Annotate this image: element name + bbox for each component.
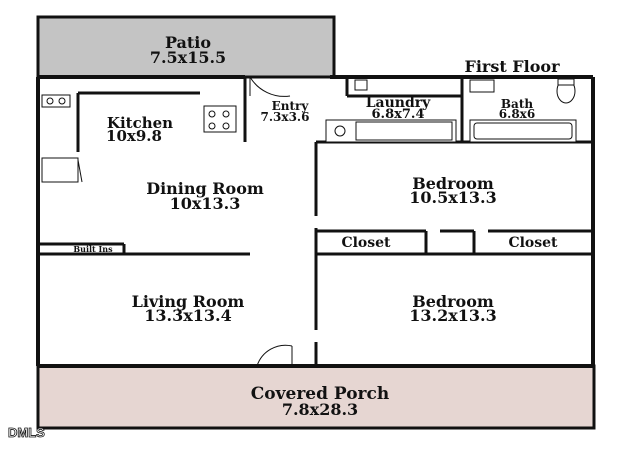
entry-dims: 7.3x3.6 (261, 110, 310, 124)
front-door-swing (256, 344, 293, 367)
dining-dims: 10x13.3 (170, 194, 241, 213)
patio-label: Patio (165, 33, 211, 52)
bedroom2-dims: 13.2x13.3 (409, 306, 496, 325)
bedroom1-label: Bedroom (412, 174, 494, 193)
bath-label: Bath (501, 97, 533, 111)
living-dims: 13.3x13.4 (144, 306, 231, 325)
closet2-label: Closet (508, 235, 558, 251)
washer-dryer-icon (325, 119, 457, 143)
refrigerator-icon (41, 157, 79, 183)
bath-dims: 6.8x6 (499, 107, 535, 121)
patio-dims: 7.5x15.5 (150, 48, 226, 67)
builtins-label: Built Ins (73, 244, 113, 254)
bedroom1-dims: 10.5x13.3 (409, 188, 496, 207)
bedroom2-label: Bedroom (412, 292, 494, 311)
laundry-label: Laundry (366, 95, 431, 111)
entry-door-swing (249, 76, 291, 97)
patio-area (36, 15, 336, 79)
living-label: Living Room (132, 292, 245, 311)
closet1-label: Closet (341, 235, 391, 251)
kitchen-dims: 10x9.8 (106, 127, 162, 145)
kitchen-sink-icon (41, 94, 71, 108)
plan-title: First Floor (464, 57, 560, 76)
porch-dims: 7.8x28.3 (282, 400, 358, 419)
entry-label: Entry (272, 99, 310, 113)
porch-label: Covered Porch (251, 384, 389, 404)
watermark-logo: DMLS (8, 425, 45, 440)
laundry-dims: 6.8x7.4 (372, 107, 425, 122)
covered-porch-area (36, 364, 596, 430)
bathtub-icon (469, 119, 577, 143)
laundry-sink-icon (354, 79, 368, 91)
bath-sink-icon (469, 79, 495, 93)
kitchen-label: Kitchen (107, 114, 173, 132)
dining-label: Dining Room (146, 179, 264, 198)
stove-icon (203, 105, 237, 133)
